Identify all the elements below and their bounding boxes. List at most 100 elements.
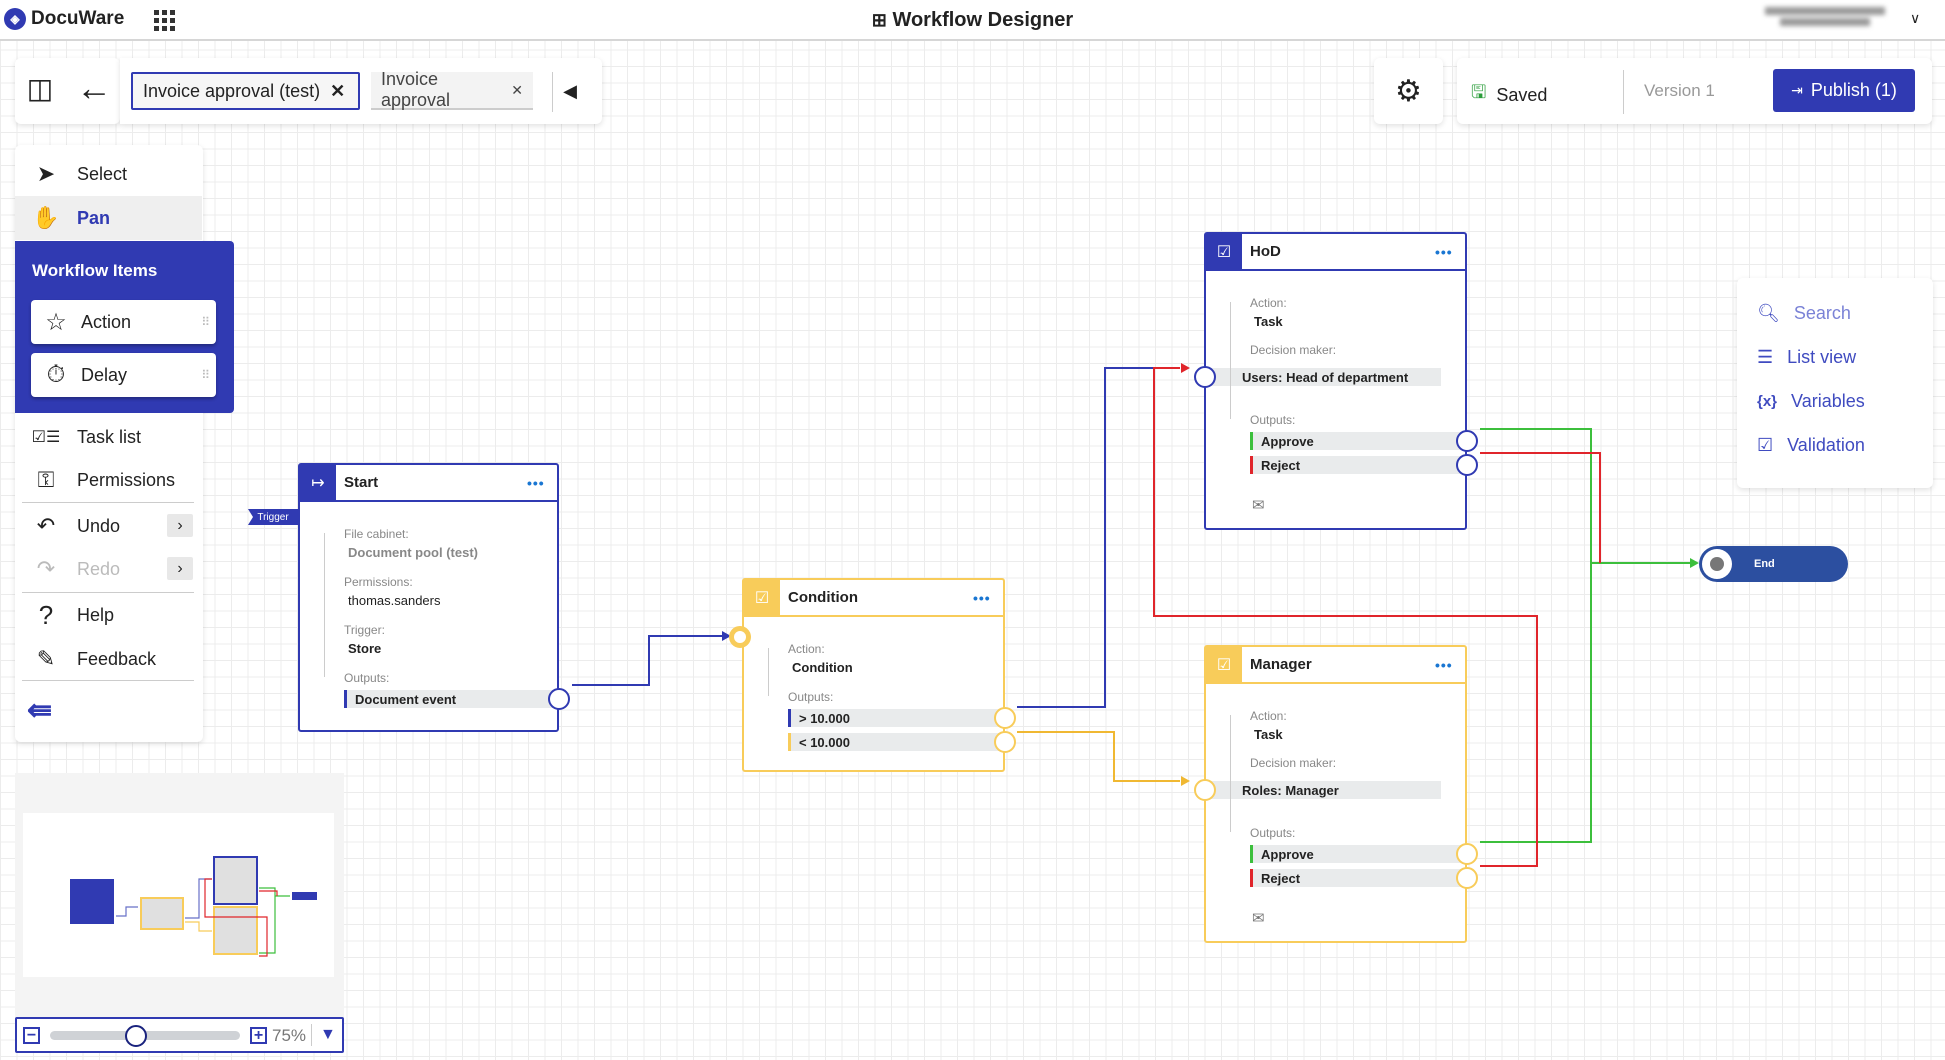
output-port[interactable] — [994, 731, 1016, 753]
field-value: Condition — [792, 660, 853, 675]
output-item[interactable]: Approve — [1250, 845, 1465, 863]
docuware-logo[interactable]: ◈DocuWare — [4, 8, 124, 30]
task-list-icon: ☑☰ — [31, 429, 61, 446]
list-icon: ☰ — [1757, 346, 1774, 367]
key-icon: ⚿ — [37, 467, 55, 492]
field-value: Task — [1254, 727, 1283, 742]
zoom-dropdown-icon[interactable]: ▼ — [320, 1026, 336, 1043]
more-options-icon[interactable]: ••• — [1435, 243, 1453, 260]
field-label: Trigger: — [344, 623, 385, 637]
output-item[interactable]: Reject — [1250, 869, 1465, 887]
workflow-item-action[interactable]: ☆Action⠿ — [31, 300, 216, 344]
decision-maker-value[interactable]: Roles: Manager — [1206, 781, 1441, 799]
redo-button[interactable]: ↷Redo — [15, 547, 202, 591]
validation-button[interactable]: ☑Validation — [1757, 434, 1865, 455]
node-header[interactable]: ☑Condition••• — [744, 580, 1003, 617]
variables-button[interactable]: {x}Variables — [1757, 390, 1865, 411]
more-options-icon[interactable]: ••• — [973, 589, 991, 606]
output-port[interactable] — [1456, 867, 1478, 889]
output-item[interactable]: Document event — [344, 690, 557, 708]
publish-button[interactable]: ⇥Publish (1) — [1773, 69, 1915, 112]
settings-gear-icon[interactable]: ⚙ — [1374, 58, 1443, 124]
app-launcher-icon[interactable] — [154, 10, 175, 31]
back-arrow-icon[interactable]: ← — [76, 67, 112, 108]
outputs-label: Outputs: — [344, 671, 390, 685]
feedback-button[interactable]: ✎Feedback — [15, 637, 202, 681]
permissions-button[interactable]: ⚿Permissions — [15, 458, 202, 502]
input-port[interactable] — [729, 626, 751, 648]
app-header: ◈DocuWare ⊞ Workflow Designer ∨ — [0, 0, 1945, 41]
close-icon[interactable]: ✕ — [330, 80, 346, 101]
output-port[interactable] — [1456, 430, 1478, 452]
collapse-tabs-icon[interactable]: ◀ — [563, 80, 577, 101]
arrowhead — [1181, 776, 1190, 786]
layout-toggle-icon[interactable]: ◫ — [26, 72, 54, 104]
envelope-icon: ✉ — [1252, 497, 1265, 514]
connector-start-condition — [572, 635, 722, 686]
variables-icon: {x} — [1757, 392, 1778, 410]
more-options-icon[interactable]: ••• — [1435, 656, 1453, 673]
node-header[interactable]: ↦Start••• — [300, 465, 557, 502]
question-mark-icon: ? — [38, 599, 54, 630]
help-button[interactable]: ?Help — [15, 593, 202, 637]
output-port[interactable] — [1456, 454, 1478, 476]
list-view-button[interactable]: ☰List view — [1757, 346, 1857, 367]
output-port[interactable] — [1456, 843, 1478, 865]
save-publish-bar: 🖫Saved Version 1 ⇥Publish (1) — [1457, 58, 1932, 124]
undo-button[interactable]: ↶Undo — [15, 504, 202, 548]
chevron-down-icon[interactable]: ∨ — [1910, 10, 1921, 26]
drag-handle-icon[interactable]: ⠿ — [201, 368, 210, 382]
zoom-slider-handle[interactable] — [124, 1025, 147, 1047]
minimap-canvas[interactable] — [23, 813, 334, 977]
input-port[interactable] — [1194, 779, 1216, 801]
output-item[interactable]: < 10.000 — [788, 733, 1003, 751]
node-type-icon: ☑ — [1206, 647, 1242, 682]
node-header[interactable]: ☑Manager••• — [1206, 647, 1465, 684]
node-header[interactable]: ☑ HoD ••• — [1206, 234, 1465, 271]
minimap-hod — [213, 856, 258, 905]
validation-icon: ☑ — [1757, 434, 1774, 455]
tab-invoice-approval-test[interactable]: Invoice approval (test)✕ — [131, 72, 360, 110]
tab-invoice-approval[interactable]: Invoice approval✕ — [371, 69, 533, 110]
search-icon: 🔍︎ — [1757, 302, 1780, 323]
hand-icon: ✋ — [32, 205, 60, 230]
collapse-menu-icon[interactable]: ⇚ — [27, 694, 53, 727]
field-label: Decision maker: — [1250, 343, 1337, 357]
saved-status: 🖫Saved — [1471, 80, 1547, 110]
node-title: Start — [344, 474, 379, 491]
zoom-in-icon[interactable]: + — [250, 1027, 267, 1044]
workflow-item-delay[interactable]: ⏱Delay⠿ — [31, 353, 216, 397]
output-item[interactable]: > 10.000 — [788, 709, 1003, 727]
redo-history-chevron-icon[interactable]: › — [167, 557, 193, 580]
search-button[interactable]: 🔍︎Search — [1757, 302, 1851, 323]
node-type-icon: ☑ — [744, 580, 780, 615]
select-tool[interactable]: ➤Select — [15, 152, 202, 196]
field-label: Action: — [1250, 296, 1287, 310]
decision-maker-value[interactable]: Users: Head of department — [1206, 368, 1441, 386]
close-icon[interactable]: ✕ — [511, 81, 523, 98]
connector-hod-approve-end — [1480, 428, 1692, 564]
output-item[interactable]: Reject — [1250, 456, 1465, 474]
output-port[interactable] — [548, 688, 570, 710]
user-menu[interactable] — [1755, 4, 1895, 34]
zoom-control: − + 75% ▼ — [15, 1017, 344, 1053]
node-type-icon: ☑ — [1206, 234, 1242, 269]
more-options-icon[interactable]: ••• — [527, 474, 545, 491]
undo-history-chevron-icon[interactable]: › — [167, 514, 193, 537]
pan-tool[interactable]: ✋Pan — [15, 196, 202, 240]
task-list-button[interactable]: ☑☰Task list — [15, 415, 202, 459]
output-port[interactable] — [994, 707, 1016, 729]
outputs-label: Outputs: — [1250, 826, 1296, 840]
zoom-out-icon[interactable]: − — [23, 1027, 40, 1044]
arrowhead — [722, 631, 731, 641]
drag-handle-icon[interactable]: ⠿ — [201, 315, 210, 329]
input-port[interactable] — [1194, 366, 1216, 388]
output-item[interactable]: Approve — [1250, 432, 1465, 450]
node-start[interactable]: ↦Start•••File cabinet:Document pool (tes… — [298, 463, 570, 732]
node-title: HoD — [1250, 243, 1281, 260]
minimap[interactable] — [15, 773, 344, 1018]
end-node[interactable]: End — [1699, 546, 1848, 582]
